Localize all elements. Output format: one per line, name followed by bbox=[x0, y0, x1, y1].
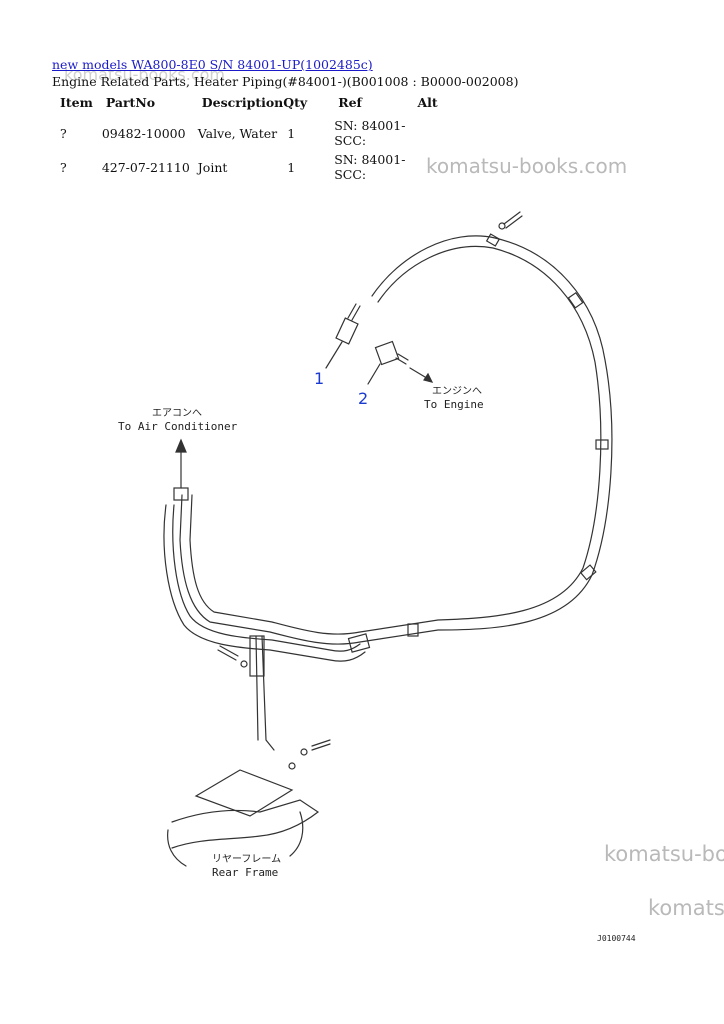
column-header: Description bbox=[201, 95, 284, 110]
joint bbox=[374, 340, 400, 366]
column-header: PartNo bbox=[105, 95, 156, 110]
clamp bbox=[347, 633, 371, 653]
rear-frame-body bbox=[171, 799, 320, 849]
cell-item: ? bbox=[60, 159, 67, 175]
engine-arrowhead bbox=[423, 372, 434, 383]
hose-loop-inner bbox=[189, 245, 602, 635]
stay-plate bbox=[249, 635, 265, 677]
watermark: komats bbox=[648, 896, 724, 920]
rear-frame-plate bbox=[194, 769, 294, 817]
page-header: new models WA800-8E0 S/N 84001-UP(100248… bbox=[52, 57, 373, 73]
cell-ref: SN: 84001- SCC: bbox=[312, 150, 409, 184]
ref-line: SCC: bbox=[334, 133, 367, 148]
washer bbox=[240, 660, 248, 668]
aircon-arrowhead bbox=[175, 438, 187, 453]
ref-line: SCC: bbox=[334, 167, 367, 182]
table-row: ? 09482-10000 Valve, Water 1 SN: 84001- … bbox=[52, 116, 443, 150]
washer bbox=[300, 748, 308, 756]
cell-qty: 1 bbox=[287, 125, 296, 141]
callout-leader-1 bbox=[325, 341, 343, 369]
watermark: komatsu-books.com bbox=[426, 154, 628, 178]
cell-description: Joint bbox=[197, 159, 228, 175]
cell-description: Valve, Water bbox=[197, 125, 278, 141]
column-header: Qty bbox=[283, 95, 308, 110]
clamp bbox=[485, 233, 501, 247]
clamp bbox=[567, 291, 584, 309]
callout-1: 1 bbox=[314, 369, 324, 388]
cell-ref: SN: 84001- SCC: bbox=[312, 116, 409, 150]
water-valve bbox=[335, 317, 359, 345]
watermark: komatsu-bo bbox=[604, 842, 724, 866]
cell-alt bbox=[409, 116, 442, 150]
bolt bbox=[503, 211, 523, 229]
heater-piping-diagram: 1 2 エンジンへ To Engine エアコンへ To Air Conditi… bbox=[118, 211, 613, 879]
engine-label-en: To Engine bbox=[424, 398, 484, 411]
callout-2: 2 bbox=[358, 389, 368, 408]
frame-label-jp: リヤーフレーム bbox=[212, 853, 281, 865]
clamp bbox=[579, 564, 597, 581]
table-row: ? 427-07-21110 Joint 1 SN: 84001- SCC: bbox=[52, 150, 443, 184]
ref-line: SN: 84001- bbox=[334, 152, 406, 167]
drawing-code: J0100744 bbox=[597, 934, 636, 943]
column-header: Alt bbox=[417, 95, 438, 110]
cell-qty: 1 bbox=[287, 159, 296, 175]
joint-nipple bbox=[395, 353, 409, 365]
page-subtitle: Engine Related Parts, Heater Piping(#840… bbox=[52, 74, 519, 89]
cell-partno: 427-07-21110 bbox=[101, 159, 190, 175]
column-header: Item bbox=[60, 95, 93, 110]
washer bbox=[498, 222, 506, 230]
ref-line: SN: 84001- bbox=[334, 118, 406, 133]
hose-loop-outer bbox=[179, 235, 613, 645]
hose-left-outer bbox=[163, 504, 366, 662]
rear-frame-edge bbox=[167, 811, 304, 867]
callout-leader-2 bbox=[367, 363, 381, 385]
washer bbox=[288, 762, 296, 770]
model-link[interactable]: new models WA800-8E0 S/N 84001-UP(100248… bbox=[52, 57, 373, 72]
bolt bbox=[311, 739, 331, 751]
table-header-row: Item PartNo Description Qty Ref Alt bbox=[52, 93, 443, 116]
cell-partno: 09482-10000 bbox=[101, 125, 186, 141]
parts-table: Item PartNo Description Qty Ref Alt ? 09… bbox=[52, 93, 443, 184]
clamp bbox=[595, 439, 609, 450]
column-header: Ref bbox=[338, 95, 362, 110]
engine-label-jp: エンジンへ bbox=[432, 386, 482, 397]
watermark-top-overlay: komatsu-books.com bbox=[64, 65, 225, 84]
frame-label-en: Rear Frame bbox=[212, 866, 278, 879]
aircon-label-jp: エアコンへ bbox=[152, 408, 202, 419]
cell-item: ? bbox=[60, 125, 67, 141]
stay bbox=[255, 635, 275, 751]
hose-left-inner bbox=[172, 504, 361, 652]
bolt bbox=[217, 645, 239, 661]
clamp bbox=[407, 623, 419, 637]
aircon-label-en: To Air Conditioner bbox=[118, 420, 238, 433]
clamp bbox=[173, 487, 189, 501]
valve-stem bbox=[347, 303, 361, 321]
